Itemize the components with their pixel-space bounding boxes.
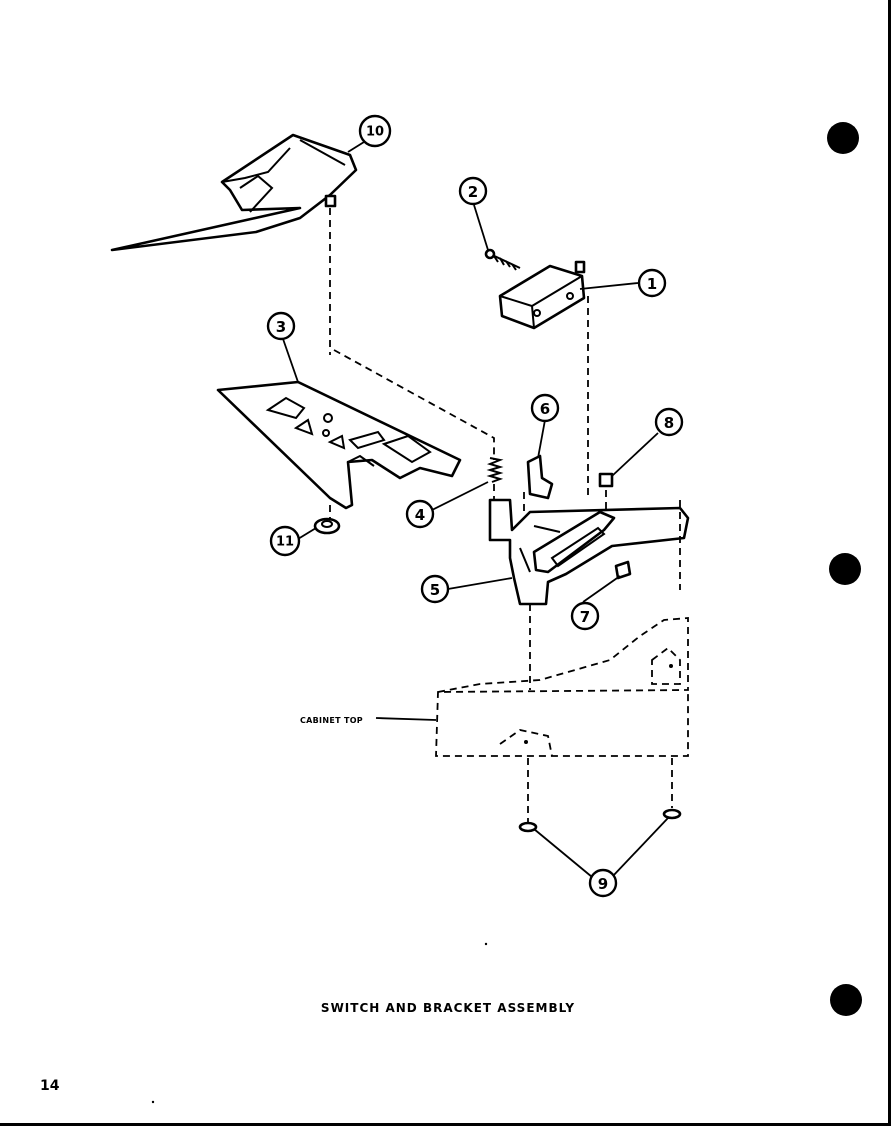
binder-hole-middle [829, 553, 861, 585]
callout-4: 4 [405, 499, 435, 529]
callout-9: 9 [588, 868, 618, 898]
part-5-switch-bracket [488, 498, 690, 606]
svg-text:7: 7 [580, 608, 590, 626]
cabinet-top-label: CABINET TOP [300, 716, 363, 725]
callout-2: 2 [458, 176, 488, 206]
callout-leaders [281, 136, 669, 878]
part-1-switch [498, 260, 586, 330]
callout-6: 6 [530, 393, 560, 423]
svg-text:2: 2 [468, 183, 478, 201]
diagram-title: SWITCH AND BRACKET ASSEMBLY [320, 1001, 576, 1015]
svg-text:9: 9 [598, 875, 608, 893]
scan-dot-1 [484, 942, 488, 946]
part-7-clip [614, 560, 632, 580]
callout-8: 8 [654, 407, 684, 437]
cabinet-top-outline [375, 617, 689, 757]
part-10-actuator-lever [110, 133, 358, 252]
callout-3: 3 [266, 311, 296, 341]
svg-text:1: 1 [647, 275, 657, 293]
svg-text:8: 8 [664, 414, 674, 432]
callout-7: 7 [570, 601, 600, 631]
svg-text:4: 4 [415, 506, 425, 524]
callout-1: 1 [637, 268, 667, 298]
scan-dot-2 [151, 1100, 155, 1104]
svg-text:11: 11 [276, 535, 294, 550]
binder-hole-top [827, 122, 859, 154]
svg-text:6: 6 [540, 400, 550, 418]
part-2-screw [484, 248, 521, 271]
callout-5: 5 [420, 574, 450, 604]
part-3-switch-plate [216, 380, 462, 510]
svg-text:10: 10 [366, 125, 384, 140]
part-8-nut [598, 472, 614, 488]
part-6-clip [526, 454, 554, 500]
part-4-spring [486, 457, 504, 483]
svg-text:3: 3 [276, 318, 286, 336]
page-number: 14 [40, 1078, 60, 1094]
svg-text:5: 5 [430, 581, 440, 599]
binder-hole-bottom [830, 984, 862, 1016]
callout-10: 10 [358, 114, 392, 148]
callout-11: 11 [269, 525, 301, 557]
part-9-screws [518, 758, 682, 833]
part-11-grommet [313, 505, 341, 535]
